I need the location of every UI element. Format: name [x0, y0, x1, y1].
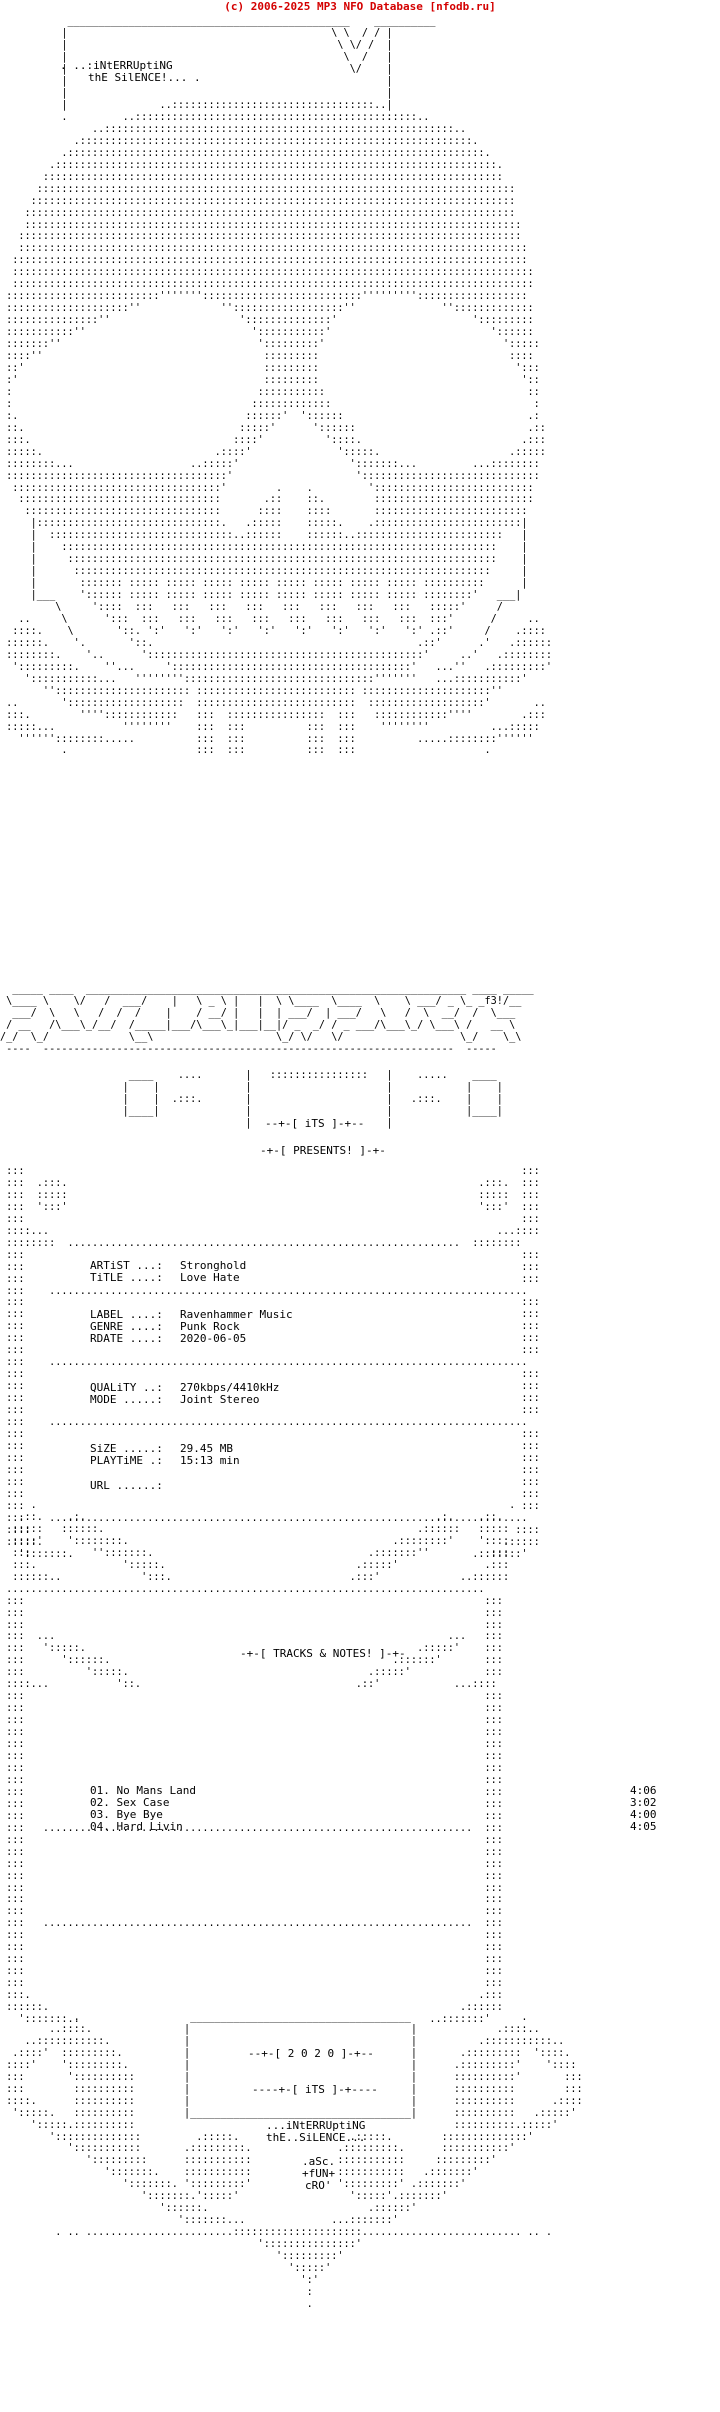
track-number: 03.	[90, 1808, 110, 1821]
size-label: SiZE .....:	[90, 1442, 163, 1455]
nfo-art-frame: ________________________________________…	[0, 16, 720, 2406]
playtime-value: 15:13 min	[180, 1454, 240, 1467]
group-tag: _f3!/	[478, 995, 510, 1007]
mode-label: MODE .....:	[90, 1393, 163, 1406]
track-row: 01. No Mans Land 4:06	[90, 1784, 657, 1797]
track-row: 03. Bye Bye 4:00	[90, 1808, 657, 1821]
mode-row: MODE .....: Joint Stereo	[90, 1394, 259, 1406]
track-title: Bye Bye	[116, 1808, 163, 1821]
rdate-label: RDATE ....:	[90, 1332, 163, 1345]
label-row: LABEL ....: Ravenhammer Music	[90, 1309, 293, 1321]
track-title: Sex Case	[116, 1796, 170, 1809]
track-number: 02.	[90, 1796, 110, 1809]
copyright-banner: (c) 2006-2025 MP3 NFO Database [nfodb.ru…	[224, 0, 496, 13]
quality-value: 270kbps/4410kHz	[180, 1381, 280, 1394]
skull-ascii-art: ..:::::::::::::::::::::::::::::::::.. ..…	[6, 100, 553, 757]
header-line-1: . ..:iNtERRUptiNG	[60, 59, 173, 72]
presents-banner: -+-[ PRESENTS! ]-+-	[260, 1144, 386, 1157]
title-row: TiTLE ....: Love Hate	[90, 1272, 240, 1284]
playtime-row: PLAYTiME .: 15:13 min	[90, 1455, 240, 1467]
track-row: 02. Sex Case 3:02	[90, 1796, 657, 1809]
footer-year: --+-[ 2 0 2 0 ]-+--	[248, 2047, 374, 2060]
footer-its: ----+-[ iTS ]-+----	[252, 2083, 378, 2096]
size-row: SiZE .....: 29.45 MB	[90, 1443, 233, 1455]
group-logo-art: _____ ____ _____________________________…	[0, 984, 534, 1055]
banner-pillar-art: ____ .... | :::::::::::::::: | ..... ___…	[122, 1070, 503, 1129]
artist-value: Stronghold	[180, 1259, 247, 1272]
header-box-art: ________________________________________…	[61, 16, 436, 123]
rdate-value: 2020-06-05	[180, 1332, 247, 1345]
footer-credit-1: .aSc.	[302, 2155, 336, 2168]
artist-label: ARTiST ...:	[90, 1259, 163, 1272]
track-time: 3:02	[630, 1796, 657, 1809]
track-time: 4:05	[630, 1820, 657, 1833]
footer-credit-3: cRO'	[305, 2179, 332, 2192]
track-title: No Mans Land	[116, 1784, 196, 1797]
playtime-label: PLAYTiME .:	[90, 1454, 163, 1467]
tracks-header: -+-[ TRACKS & NOTES! ]-+-	[240, 1647, 406, 1660]
url-row: URL ......:	[90, 1480, 180, 1492]
header-line-2: thE SilENCE!... .	[88, 71, 201, 84]
artist-row: ARTiST ...: Stronghold	[90, 1260, 246, 1272]
footer-credit-2: +fUN+	[302, 2167, 336, 2180]
rdate-row: RDATE ....: 2020-06-05	[90, 1333, 246, 1345]
footer-line-2: thE..SiLENCE...	[266, 2131, 366, 2144]
genre-label: GENRE ....:	[90, 1320, 163, 1333]
genre-row: GENRE ....: Punk Rock	[90, 1321, 240, 1333]
quality-label: QUALiTY ..:	[90, 1381, 163, 1394]
track-number: 01.	[90, 1784, 110, 1797]
quality-row: QUALiTY ..: 270kbps/4410kHz	[90, 1382, 279, 1394]
track-number: 04.	[90, 1820, 110, 1833]
label-value: Ravenhammer Music	[180, 1308, 293, 1321]
track-row: 04. Hard Livin 4:05	[90, 1820, 657, 1833]
footer-line-1: ...iNtERRUptiNG	[266, 2119, 366, 2132]
track-time: 4:00	[630, 1808, 657, 1821]
track-time: 4:06	[630, 1784, 657, 1797]
mode-value: Joint Stereo	[180, 1393, 260, 1406]
track-title: Hard Livin	[116, 1820, 183, 1833]
label-label: LABEL ....:	[90, 1308, 163, 1321]
title-value: Love Hate	[180, 1271, 240, 1284]
info-panel-border-art: ::: ::: ::: .:::. .:::. ::: ::: :::::	[6, 1166, 540, 1560]
url-label: URL ......:	[90, 1479, 163, 1492]
footer-art: . ____________________________________ .…	[6, 2012, 583, 2310]
its-banner: --+-[ iTS ]-+--	[265, 1117, 365, 1130]
tracks-border-art: . . .::. .:. .:. .::. ::::: ::::::.	[6, 1500, 516, 2025]
size-value: 29.45 MB	[180, 1442, 233, 1455]
genre-value: Punk Rock	[180, 1320, 240, 1333]
title-label: TiTLE ....:	[90, 1271, 163, 1284]
